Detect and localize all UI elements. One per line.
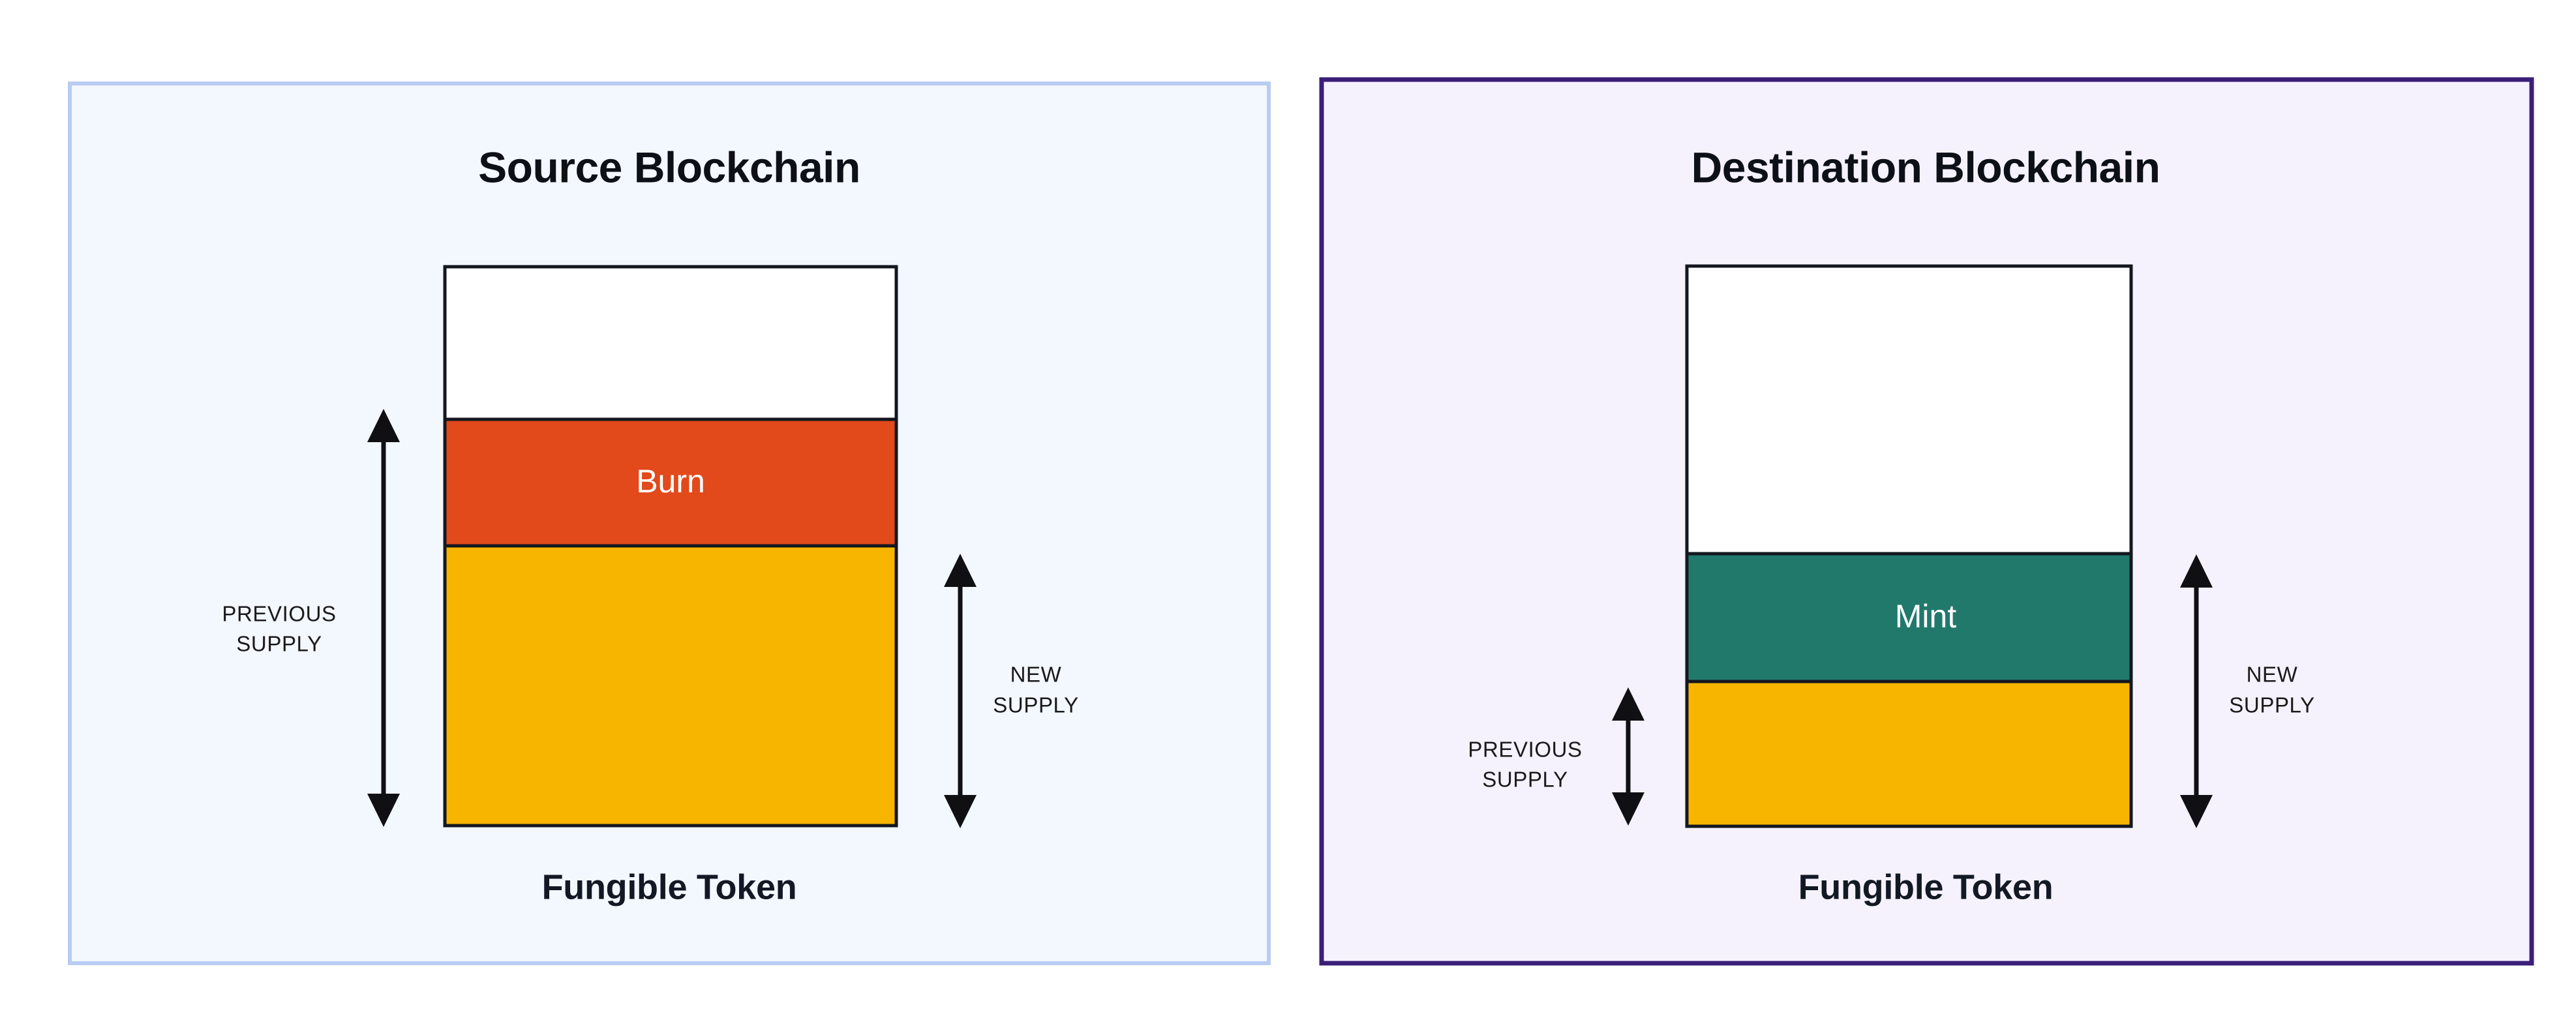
- destination-mint-label: Mint: [1895, 598, 1957, 635]
- source-previous-supply-arrow-down: [367, 794, 400, 827]
- source-new-supply-measure: NEW SUPPLY: [944, 554, 1078, 828]
- destination-new-supply-arrow-down: [2180, 795, 2213, 828]
- source-remaining-supply-segment: [443, 544, 898, 828]
- destination-existing-supply-segment: [1685, 680, 2133, 828]
- destination-previous-supply-arrow-up: [1612, 687, 1644, 721]
- destination-new-supply-arrow-up: [2180, 554, 2213, 588]
- source-new-supply-label-line2: SUPPLY: [993, 693, 1078, 717]
- source-burn-segment: [443, 417, 898, 548]
- source-blockchain-panel: Source Blockchain Burn PREVIOUS SUPPLY N…: [68, 82, 1271, 965]
- destination-new-supply-label-line1: NEW: [2247, 663, 2298, 687]
- destination-new-supply-measure: NEW SUPPLY: [2180, 554, 2314, 828]
- source-panel-title: Source Blockchain: [478, 143, 860, 191]
- destination-mint-segment: [1685, 552, 2133, 683]
- source-new-supply-label-line1: NEW: [1010, 663, 1062, 687]
- source-panel-caption: Fungible Token: [542, 867, 797, 906]
- source-previous-supply-measure: PREVIOUS SUPPLY: [222, 409, 400, 827]
- source-new-supply-arrow-up: [944, 554, 977, 587]
- destination-previous-supply-measure: PREVIOUS SUPPLY: [1468, 687, 1644, 826]
- destination-blockchain-panel: Destination Blockchain Mint PREVIOUS SUP…: [1319, 77, 2534, 966]
- destination-headroom-segment: [1685, 264, 2133, 556]
- destination-previous-supply-label-line1: PREVIOUS: [1468, 738, 1582, 762]
- source-burn-label: Burn: [636, 463, 705, 500]
- source-previous-supply-arrow-up: [367, 409, 400, 442]
- destination-panel-caption: Fungible Token: [1798, 867, 2053, 906]
- source-previous-supply-label-line2: SUPPLY: [236, 632, 322, 656]
- source-new-supply-arrow-down: [944, 795, 977, 828]
- source-previous-supply-label-line1: PREVIOUS: [222, 602, 336, 626]
- destination-panel-title: Destination Blockchain: [1691, 143, 2160, 191]
- destination-previous-supply-label-line2: SUPPLY: [1482, 768, 1568, 792]
- source-headroom-segment: [443, 265, 898, 421]
- destination-new-supply-label-line2: SUPPLY: [2229, 693, 2314, 717]
- destination-previous-supply-arrow-down: [1612, 792, 1644, 826]
